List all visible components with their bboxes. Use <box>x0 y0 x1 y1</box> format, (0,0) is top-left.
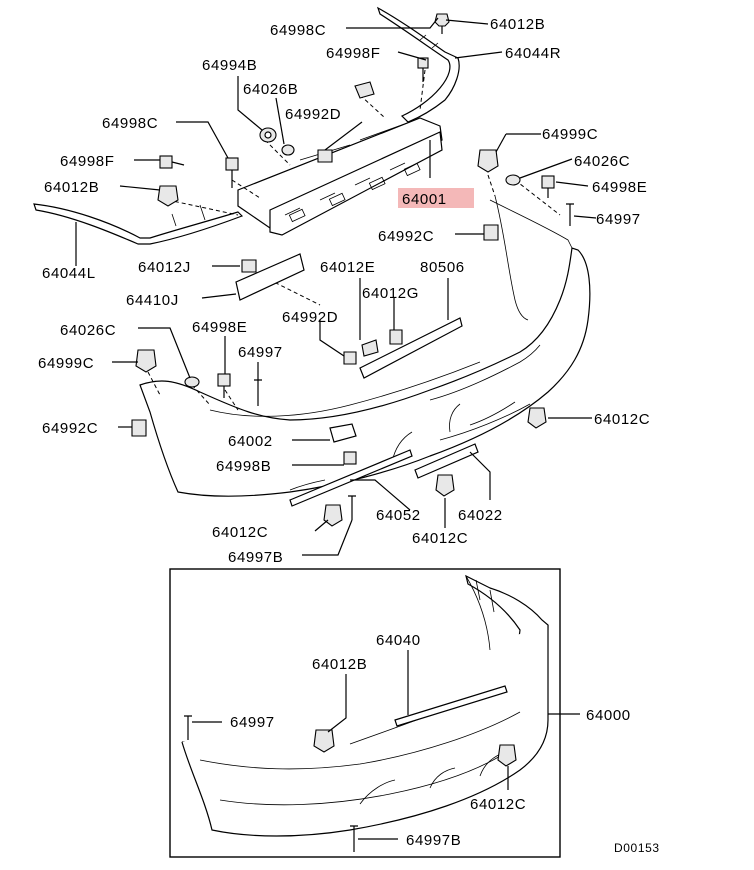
label-64997-right: 64997 <box>596 211 641 228</box>
label-64992D-top: 64992D <box>285 106 341 123</box>
clip-64999C-right-icon <box>477 149 499 173</box>
label-inset-64012B: 64012B <box>312 656 367 673</box>
upper-labels: 64998C 64012B 64998F 64044R 64994B 64026… <box>38 16 650 566</box>
label-64026C-right: 64026C <box>574 153 630 170</box>
label-inset-64997: 64997 <box>230 714 275 731</box>
bracket-64002-icon <box>329 423 357 443</box>
label-inset-64012C: 64012C <box>470 796 526 813</box>
label-64012B-left: 64012B <box>44 179 99 196</box>
pad-64410J-icon <box>235 253 305 301</box>
label-64998F-left: 64998F <box>60 153 114 170</box>
fastener-clip-64012B-top-icon <box>434 13 450 34</box>
inset-pin-64997-icon <box>184 715 192 740</box>
bolt-64998B-icon <box>343 451 357 465</box>
label-64992C-right: 64992C <box>378 228 434 245</box>
reflector-80506-icon <box>359 317 463 379</box>
label-64026C-left: 64026C <box>60 322 116 339</box>
bolt-64998F-top-icon <box>417 57 429 82</box>
label-64998C-left: 64998C <box>102 115 158 132</box>
label-64999C-left: 64999C <box>38 355 94 372</box>
side-stay-64044R <box>376 6 460 123</box>
label-64012C-right: 64012C <box>594 411 650 428</box>
label-64992C-left: 64992C <box>42 420 98 437</box>
label-64044R: 64044R <box>505 45 561 62</box>
label-64410J: 64410J <box>126 292 179 309</box>
label-64998B: 64998B <box>216 458 271 475</box>
leader-lines-upper <box>75 17 597 556</box>
nut-64992D-top-icon <box>354 81 375 99</box>
inset-clip-64012C-icon <box>497 744 517 767</box>
clip-64992C-right-icon <box>483 224 499 241</box>
strip-64052-icon <box>289 449 413 507</box>
bolt-64998C-left-icon <box>225 157 239 188</box>
label-inset-64997B: 64997B <box>406 832 461 849</box>
side-stay-64044L <box>33 203 244 245</box>
bracket-64022-icon <box>414 443 479 479</box>
label-64044L: 64044L <box>42 265 96 282</box>
label-64998E-right: 64998E <box>592 179 647 196</box>
clip-64012C-right-icon <box>527 407 547 429</box>
clip-64012C-bottom-icon <box>435 474 455 497</box>
label-64999C-right: 64999C <box>542 126 598 143</box>
label-64997-left: 64997 <box>238 344 283 361</box>
clip-64994B-icon <box>259 127 277 143</box>
label-64012G: 64012G <box>362 285 419 302</box>
label-inset-64000: 64000 <box>586 707 631 724</box>
label-64997B: 64997B <box>228 549 283 566</box>
assembled-bumper-64000 <box>181 574 549 837</box>
washer-64026B-icon <box>281 144 295 156</box>
label-64012J: 64012J <box>138 259 191 276</box>
label-64022: 64022 <box>458 507 503 524</box>
label-64026B: 64026B <box>243 81 298 98</box>
washer-64026C-left-icon <box>184 376 200 388</box>
label-64012B-top: 64012B <box>490 16 545 33</box>
bolt-64998E-right-icon <box>541 175 555 198</box>
clip-64012B-left-icon <box>157 185 179 207</box>
clip-64012C-bottom-left-icon <box>323 504 343 527</box>
pin-64997B-icon <box>348 495 356 520</box>
label-64998F-top: 64998F <box>326 45 380 62</box>
washer-64026C-right-icon <box>505 174 521 186</box>
inset-pin-64997B-icon <box>350 825 358 852</box>
bolt-64998E-left-icon <box>217 373 231 398</box>
highlight-64001 <box>398 188 474 208</box>
label-64998C-top: 64998C <box>270 22 326 39</box>
label-64052: 64052 <box>376 507 421 524</box>
bolt-64992D-upper-icon <box>317 149 333 163</box>
clip-64012G-icon <box>389 329 403 345</box>
clip-64999C-left-icon <box>135 349 157 373</box>
bolt-64998F-left-icon <box>159 155 185 169</box>
inset-clip-64012B-icon <box>313 729 335 753</box>
inset-labels: 64040 64012B 64997 64000 64012C 64997B <box>230 632 631 849</box>
label-64992D-mid: 64992D <box>282 309 338 326</box>
label-64012C-bottom-left: 64012C <box>212 524 268 541</box>
pin-64997-left-icon <box>254 379 262 406</box>
clip-64992C-left-icon <box>131 419 147 437</box>
label-64998E-left: 64998E <box>192 319 247 336</box>
bolt-64992D-mid-icon <box>343 351 357 365</box>
diagram-code: D00153 <box>614 841 660 855</box>
inset-strip-64040-icon <box>394 685 508 727</box>
leader-lines-inset <box>192 650 580 840</box>
clip-64012J-icon <box>241 259 257 273</box>
label-64012C-bottom: 64012C <box>412 530 468 547</box>
reinforcement-beam-64001 <box>237 117 443 236</box>
bumper-cover-exploded <box>139 195 591 497</box>
label-64002: 64002 <box>228 433 273 450</box>
label-inset-64040: 64040 <box>376 632 421 649</box>
label-64994B: 64994B <box>202 57 257 74</box>
label-80506: 80506 <box>420 259 465 276</box>
label-64012E: 64012E <box>320 259 375 276</box>
label-64001: 64001 <box>402 191 447 208</box>
clip-64012E-icon <box>361 339 379 357</box>
pin-64997-right-icon <box>566 203 574 226</box>
inset-frame <box>169 568 561 858</box>
